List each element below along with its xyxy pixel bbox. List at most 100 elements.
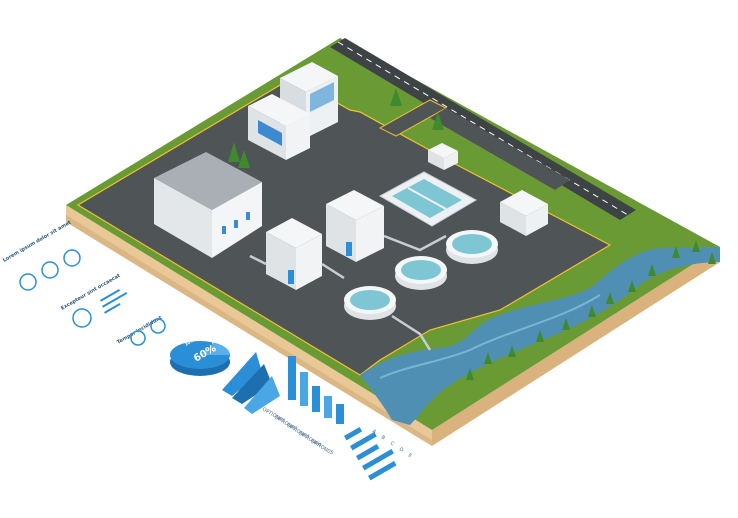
info-bar xyxy=(101,292,128,308)
area-shape xyxy=(232,364,272,404)
area-shape xyxy=(222,352,262,396)
bar-option-label: OPTION05 xyxy=(309,439,334,457)
pump-building xyxy=(266,218,322,290)
infographic-heading-1: Lorem ipsum dolor sit amet xyxy=(2,219,73,263)
ring-icon xyxy=(150,318,166,334)
tank-block-side xyxy=(526,204,548,236)
column xyxy=(312,386,320,412)
utility-structures xyxy=(428,143,548,236)
letter-label: B xyxy=(380,435,386,442)
central-door xyxy=(346,242,352,256)
globe-icon xyxy=(72,308,92,328)
office-tower-roof xyxy=(280,62,338,92)
pipes xyxy=(249,234,447,351)
pipe xyxy=(321,262,345,280)
highway-center-line xyxy=(337,41,629,216)
pipe xyxy=(249,254,267,266)
tree xyxy=(466,368,474,380)
area-chart-3d xyxy=(222,352,280,414)
pie-small-label: 20% xyxy=(210,336,221,345)
pipe xyxy=(391,314,432,351)
pump-door xyxy=(288,270,294,284)
tank-block-top xyxy=(500,190,548,216)
ring-icon xyxy=(41,261,59,279)
tree xyxy=(228,142,240,162)
central-roof xyxy=(326,190,384,220)
tree xyxy=(484,352,492,364)
infographic-heading-2: Excepteur sint occaecat xyxy=(60,273,122,312)
utility-hut-front xyxy=(428,150,444,170)
tree xyxy=(238,150,250,168)
pump-side xyxy=(296,234,322,290)
tree xyxy=(708,252,716,264)
tree xyxy=(606,292,614,304)
info-bar xyxy=(99,289,121,302)
pump-roof xyxy=(266,218,322,248)
hbar xyxy=(350,432,377,451)
tree xyxy=(390,88,402,106)
tank-water xyxy=(350,290,390,310)
utility-hut-side xyxy=(444,151,458,170)
top-trees xyxy=(228,88,444,168)
column xyxy=(324,396,332,418)
pipe xyxy=(383,234,447,252)
tree xyxy=(692,240,700,252)
ring-icon xyxy=(19,249,81,291)
warehouse-roof xyxy=(154,152,262,210)
tree xyxy=(562,318,570,330)
ring-icon xyxy=(19,273,37,291)
info-bar xyxy=(104,303,121,314)
column xyxy=(288,356,296,400)
tree xyxy=(432,112,444,130)
ground-block xyxy=(66,205,720,446)
tank-block-front xyxy=(500,202,526,236)
filtration-pools xyxy=(378,171,478,227)
warehouse-window xyxy=(246,212,250,220)
river-highlight xyxy=(379,294,601,379)
warehouse-window xyxy=(234,220,238,228)
utility-hut-top xyxy=(428,143,458,158)
letter-label: D xyxy=(398,447,404,454)
hbar xyxy=(368,461,397,481)
area-shape xyxy=(244,376,280,414)
office-building xyxy=(248,62,338,160)
tree xyxy=(508,345,516,357)
soil-left-shade xyxy=(66,215,432,446)
pie-chart-3d: 60% 20% 20% xyxy=(170,336,230,376)
tree xyxy=(588,305,596,317)
pie-slice xyxy=(200,343,230,355)
central-side xyxy=(356,206,384,262)
tree xyxy=(672,246,680,258)
warehouse xyxy=(154,152,262,258)
ring-icon xyxy=(130,330,146,346)
clarifier-tanks xyxy=(344,230,498,320)
tank-water xyxy=(452,234,492,254)
riverbank-trees xyxy=(466,240,716,380)
central-building xyxy=(326,190,384,262)
info-bars xyxy=(99,289,128,314)
letter-label: A xyxy=(371,429,377,436)
warehouse-window xyxy=(222,226,226,234)
office-window-band xyxy=(258,120,282,146)
letter-label: E xyxy=(407,453,413,460)
column xyxy=(300,372,308,406)
tree xyxy=(628,280,636,292)
letter-label: C xyxy=(389,441,395,448)
pool-divider xyxy=(407,187,447,210)
tank-water xyxy=(401,260,441,280)
hbar xyxy=(362,448,394,471)
office-lower-roof xyxy=(248,94,310,126)
soil-right-side xyxy=(432,247,720,446)
hbar xyxy=(356,444,380,461)
hbar xyxy=(344,426,363,441)
tree xyxy=(648,264,656,276)
right-road xyxy=(430,108,570,190)
column xyxy=(336,404,344,424)
office-tower-windows xyxy=(310,82,334,112)
ring-icon xyxy=(63,249,81,267)
bar-columns-3d xyxy=(288,356,344,424)
warehouse-front xyxy=(154,178,212,258)
tree xyxy=(536,330,544,342)
horizontal-bars-3d xyxy=(344,426,397,481)
